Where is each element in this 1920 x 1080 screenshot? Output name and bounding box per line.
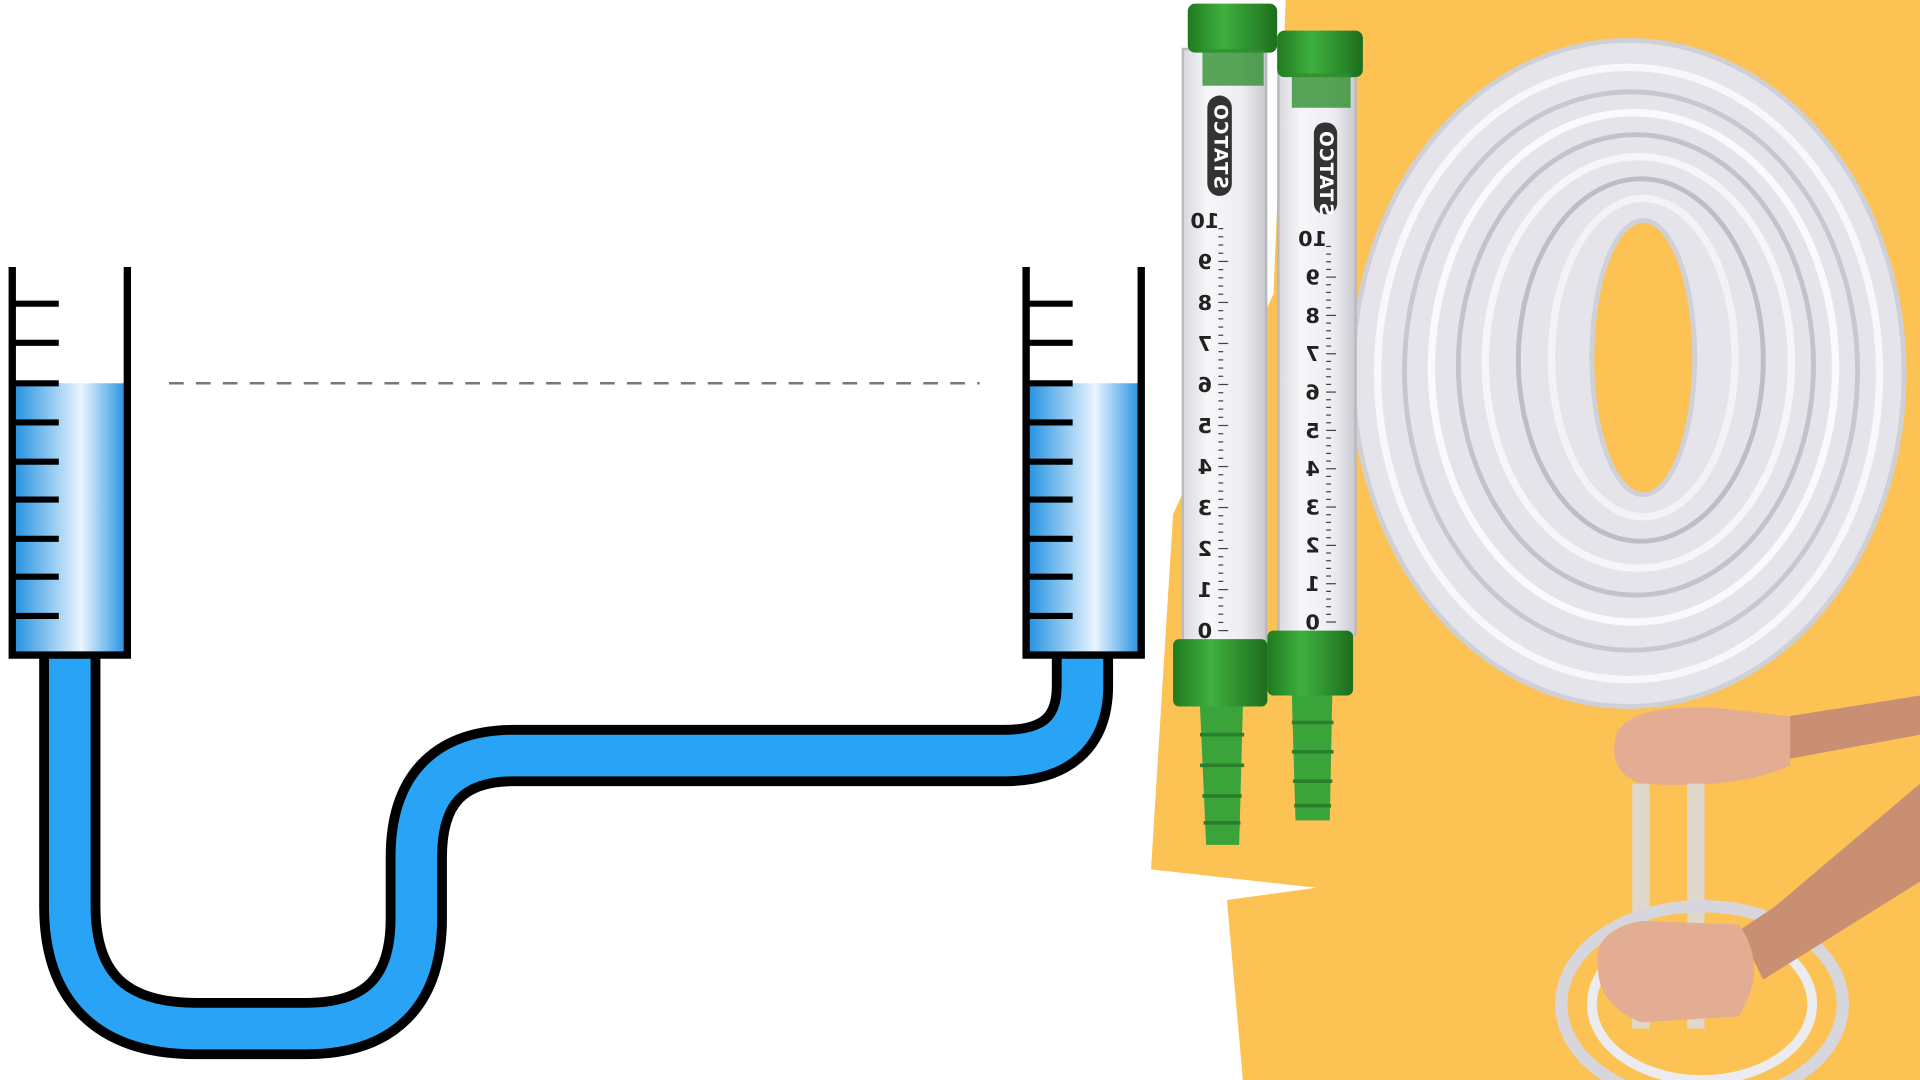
u-tube-diagram xyxy=(39,648,1114,1060)
right-water-column xyxy=(1026,383,1142,656)
scale-number: 9 xyxy=(1305,265,1319,289)
left-water-column xyxy=(12,383,128,656)
product-tube-1: STATCO 0 1 2 3 4 5 6 7 8 9 10 xyxy=(1173,3,1278,845)
hose-coil xyxy=(1350,37,1907,709)
tube-water xyxy=(48,648,1104,1050)
scale-number: 7 xyxy=(1305,342,1319,366)
right-scale-ticks xyxy=(1026,300,1073,619)
scale-number: 0 xyxy=(1305,610,1319,634)
scale-number: 5 xyxy=(1305,419,1319,443)
scale-number: 2 xyxy=(1305,534,1319,558)
scale-number: 0 xyxy=(1198,619,1212,643)
brand-label xyxy=(1207,95,1232,196)
scale-number: 2 xyxy=(1198,537,1212,561)
left-cylinder xyxy=(8,266,132,659)
upper-hand xyxy=(1614,707,1791,785)
scale-number: 3 xyxy=(1198,496,1212,520)
scale-number: 3 xyxy=(1305,495,1319,519)
scale-number: 6 xyxy=(1198,373,1212,397)
right-cylinder xyxy=(1022,266,1145,659)
scale-number: 9 xyxy=(1198,250,1212,274)
scale-number: 1 xyxy=(1305,572,1319,596)
left-scale-ticks xyxy=(12,300,59,619)
scale-number: 6 xyxy=(1305,380,1319,404)
scale-number: 5 xyxy=(1198,414,1212,438)
lower-hand xyxy=(1597,920,1755,1023)
scale-number: 4 xyxy=(1198,455,1212,479)
scale-number: 10 xyxy=(1190,209,1219,233)
scale-number: 8 xyxy=(1198,291,1212,315)
scale-number: 10 xyxy=(1298,227,1327,251)
scale-number: 1 xyxy=(1198,578,1212,602)
green-cap xyxy=(1187,3,1278,53)
product-tube-2: STATCO 0 1 2 3 4 5 6 7 8 9 10 xyxy=(1267,30,1363,821)
brand-text: STATCO xyxy=(1315,130,1336,216)
tube-2-scale: 0 1 2 3 4 5 6 7 8 9 10 xyxy=(1298,227,1336,634)
coil-hole xyxy=(1589,217,1698,498)
barbed-nozzle xyxy=(1200,706,1243,845)
scale-number: 4 xyxy=(1305,457,1319,481)
hands-demo-photo xyxy=(1555,695,1920,1080)
scale-number: 8 xyxy=(1305,304,1319,328)
tube-outline xyxy=(39,648,1114,1060)
brand-text: STATCO xyxy=(1210,103,1231,189)
tube-1-scale: 0 1 2 3 4 5 6 7 8 9 10 xyxy=(1190,209,1229,643)
scale-number: 7 xyxy=(1198,332,1212,356)
